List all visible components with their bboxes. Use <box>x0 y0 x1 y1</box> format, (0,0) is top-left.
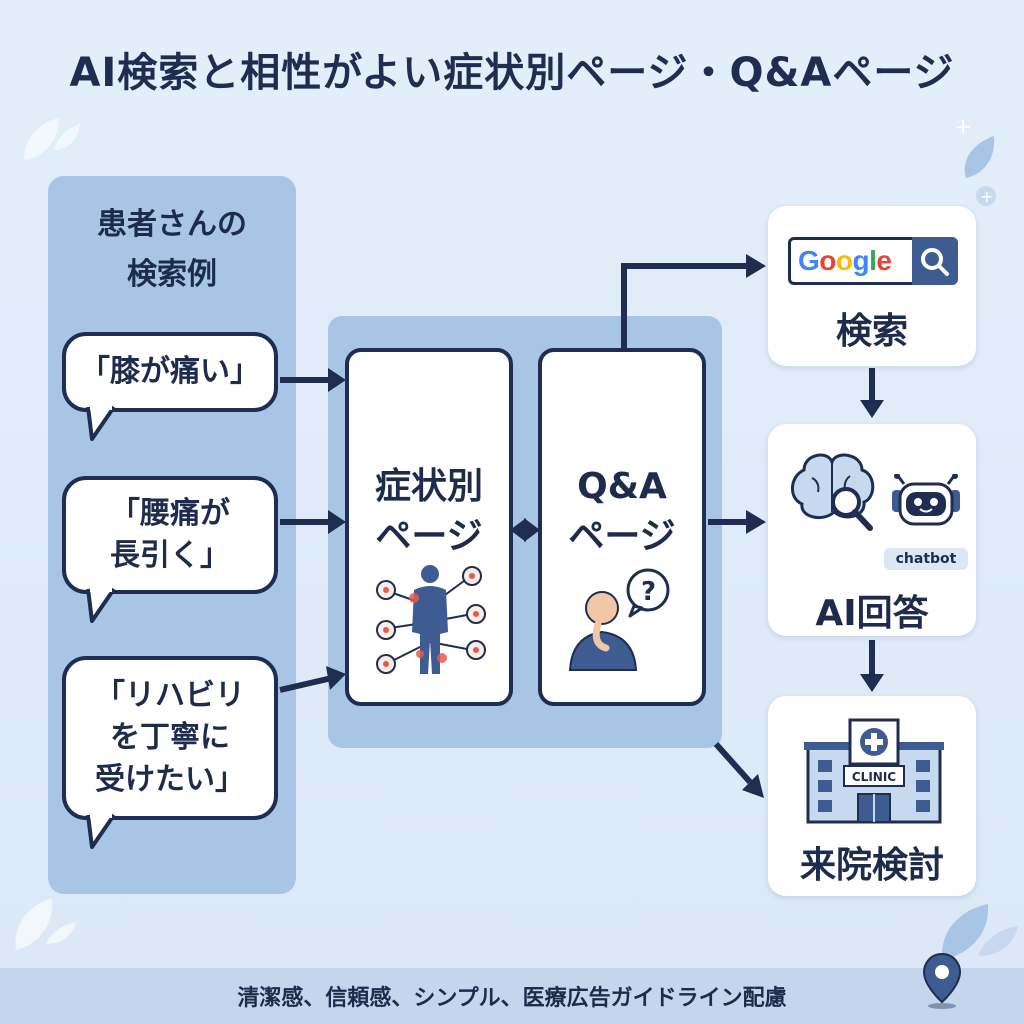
google-logo-letter: e <box>876 245 892 276</box>
bubble-text: を丁寧に <box>110 720 230 755</box>
bubble-tail <box>86 813 116 849</box>
footer-bar <box>0 968 1024 1024</box>
leaf-icon <box>24 118 80 160</box>
qa-page-label: Q&A ページ <box>538 462 706 562</box>
svg-text:+: + <box>980 187 993 206</box>
label-line: 症状別 <box>374 466 483 507</box>
google-logo-letter: o <box>819 245 836 276</box>
leaf-icon: + + <box>954 118 996 206</box>
search-card <box>768 206 976 366</box>
label-line: ページ <box>375 516 483 557</box>
bubble-tail <box>86 587 116 623</box>
search-label: 検索 <box>835 311 908 352</box>
query-bubble-rehab: 「リハビリ を丁寧に 受けたい」 <box>62 656 278 820</box>
bubble-text: 長引く」 <box>110 538 230 573</box>
chatbot-label: chatbot <box>884 548 968 570</box>
google-logo-letter: l <box>869 245 877 276</box>
bubble-tail <box>86 405 116 441</box>
bubble-text: 受けたい」 <box>95 762 245 797</box>
footer-text: 清潔感、信頼感、シンプル、医療広告ガイドライン配慮 <box>237 986 787 1011</box>
query-bubble-backpain: 「腰痛が 長引く」 <box>62 476 278 594</box>
bubble-text: 「リハビリ <box>95 678 245 713</box>
clinic-visit-label: 来院検討 <box>799 845 944 886</box>
page-title: AI検索と相性がよい症状別ページ・Q&Aページ <box>69 50 955 96</box>
symptom-page-label: 症状別 ページ <box>345 462 513 562</box>
search-button <box>912 237 958 285</box>
heading-line: 患者さんの <box>97 207 247 242</box>
leaf-icon <box>15 898 76 950</box>
brain-icon <box>791 453 875 531</box>
label-line: ページ <box>568 516 676 557</box>
google-logo-letter: o <box>835 245 853 276</box>
person-body-icon <box>376 565 486 674</box>
heading-line: 検索例 <box>127 257 217 292</box>
bubble-text: 「膝が痛い」 <box>80 354 260 389</box>
leaf-icon <box>941 904 1018 960</box>
svg-text:+: + <box>954 118 972 140</box>
label-line: Q&A <box>577 466 667 507</box>
thinking-person-icon: ? <box>568 568 670 671</box>
svg-text:CLINIC: CLINIC <box>852 770 896 784</box>
question-bubble-icon: ? <box>641 577 656 607</box>
map-pin-icon <box>922 952 962 1009</box>
robot-icon <box>892 474 960 526</box>
clinic-building-icon: CLINIC <box>804 718 944 824</box>
google-logo: Google <box>798 241 892 281</box>
patient-panel-heading: 患者さんの 検索例 <box>48 200 296 300</box>
google-logo-letter: g <box>852 245 870 276</box>
ai-answer-label: AI回答 <box>815 593 929 634</box>
google-logo-letter: G <box>798 245 820 276</box>
bubble-text: 「腰痛が <box>110 496 230 531</box>
query-bubble-knee: 「膝が痛い」 <box>62 332 278 412</box>
search-icon <box>921 248 949 276</box>
